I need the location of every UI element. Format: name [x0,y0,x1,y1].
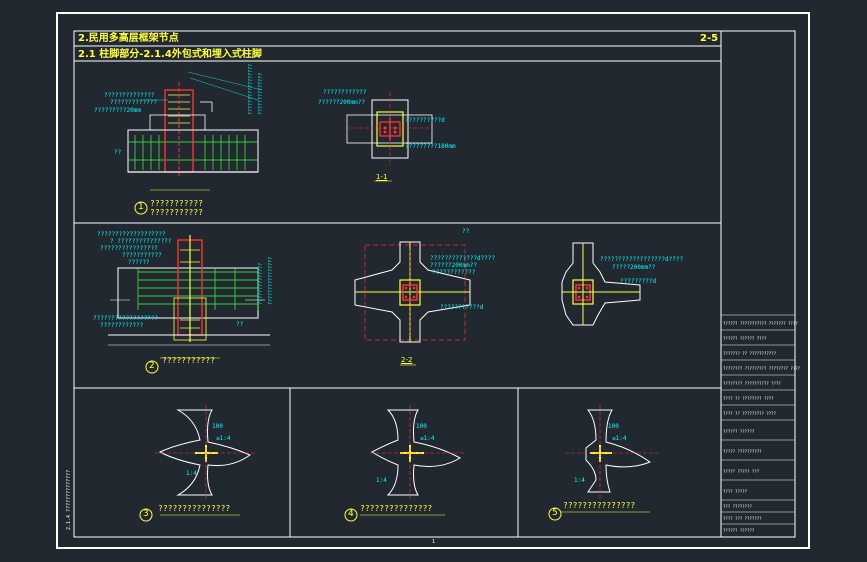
d3-dim-b: ≤1:4 [216,435,231,442]
tb-row-12: ??? ???????? [723,504,752,509]
detail-1-caption: ??????????? [150,199,203,208]
d5-dim-a: 100 [608,423,619,430]
d4-dim-c: 1:4 [376,477,387,484]
s22-note-b: ?????????????d???? [430,255,496,262]
d2-note-a: ??????????????????? [97,231,166,238]
s3-note-c: ?????????d [620,278,657,285]
d5-dim-b: ≤1:4 [612,435,627,442]
s3-note-a: ??????????????????d???? [600,256,684,263]
d1-note-a: ?????????????? [104,92,155,99]
s22-note-c: ??????200mm?? [430,262,477,269]
tb-row-6: ???? ?? ???????? ???? [723,396,774,401]
d2-note-b: ? ??????????????? [110,238,172,245]
detail-3-number: 3 [143,509,149,519]
sheet-number: 2-5 [700,33,719,44]
detail-5-number: 5 [552,508,558,518]
s11-note-b: ??????200mm?? [318,99,365,106]
tb-row-13: ???? ??? ??????? [723,516,762,521]
section-1-1 [346,92,433,182]
tb-row-2: ?????? ?????? ???? [723,336,767,341]
detail-3-plan [155,405,255,516]
tb-row-7: ???? ?? ????????? ???? [723,411,776,416]
d3-dim-c: 1:4 [186,470,197,477]
tb-row-3: ??????? ?? ??????????? [723,351,776,356]
d1-vertical-note-1: ????????????????? [248,64,254,115]
side-note: 2.1.4 ?????????????? [66,469,72,530]
detail-5-plan [560,405,660,513]
section-edge [561,242,641,326]
s11-note-c: ??????????d [405,117,445,124]
d2-note-g: ???????????? [100,322,144,329]
s22-note-a: ?? [462,228,470,235]
d2-note-e: ?????? [128,259,150,266]
tb-row-10: ????? ????? ??? [723,469,760,474]
detail-1-caption-2: ??????????? [150,208,203,217]
title-block-grid [721,314,795,525]
d4-dim-b: ≤1:4 [420,435,435,442]
d2-note-h: ?? [236,321,244,328]
tb-row-9: ????? ?????????? [723,449,762,454]
detail-1-number: 1 [138,202,144,212]
d3-dim-a: 100 [212,423,223,430]
detail-2-vertical-notes: ?????????????? ???????????????? [258,257,274,305]
tb-row-4: ???????? ????????? ???????? ???? [723,366,801,371]
d4-dim-a: 100 [416,423,427,430]
d2-note-c: ???????????????? [100,245,158,252]
d2-note-f: ?????????????????? [93,315,159,322]
inner-border [73,30,796,538]
s22-note-d: ???????????? [432,269,476,276]
tb-row-8: ?????? ?????? [723,429,755,434]
d1-note-c: ?????????20mm [94,107,141,114]
s11-note-d: ?????????180mm [405,143,456,150]
d5-dim-c: 1:4 [574,477,585,484]
page-mark: 1 [432,539,436,545]
s3-note-b: ?????200mm?? [612,264,656,271]
tb-row-11: ???? ????? [723,489,748,494]
detail-1-vertical-notes: ????????????????? ?????????????? [248,64,264,115]
tb-row-1: ?????? ??????????? ??????? ???? [723,321,798,326]
d1-vertical-note-2: ?????????????? [258,73,264,115]
tb-row-5: ???????? ?????????? ???? [723,381,781,386]
detail-5-caption: ??????????????? [563,501,636,510]
detail-4-number: 4 [348,509,354,519]
detail-number-circles [134,201,562,522]
section-label-1-1: 1-1 [376,173,388,181]
s22-note-e: ???????????d [440,304,484,311]
detail-4-plan [360,405,465,516]
detail-2-caption: ??????????? [162,356,215,365]
detail-4-caption: ??????????????? [360,504,433,513]
d2-note-d: ??????????? [122,252,162,259]
section-label-2-2: 2-2 [401,356,413,364]
d1-note-d: ?? [114,149,122,156]
detail-1-elevation [127,71,263,191]
detail-2-number: 2 [149,361,155,371]
svg-text:????????????????: ???????????????? [268,257,274,305]
tb-row-14: ?????? ?????? [723,528,755,533]
detail-3-caption: ??????????????? [158,504,231,513]
drawing-subtitle: 2.1 柱脚部分-2.1.4外包式和埋入式柱脚 [78,49,262,60]
outer-border [56,12,810,549]
s11-note-a: ???????????? [323,89,367,96]
svg-text:??????????????: ?????????????? [258,263,264,305]
detail-2-elevation [108,235,270,359]
section-2-2 [354,241,471,366]
drawing-title: 2.民用多高层框架节点 [78,33,179,44]
d1-note-b: ????????????? [110,99,157,106]
